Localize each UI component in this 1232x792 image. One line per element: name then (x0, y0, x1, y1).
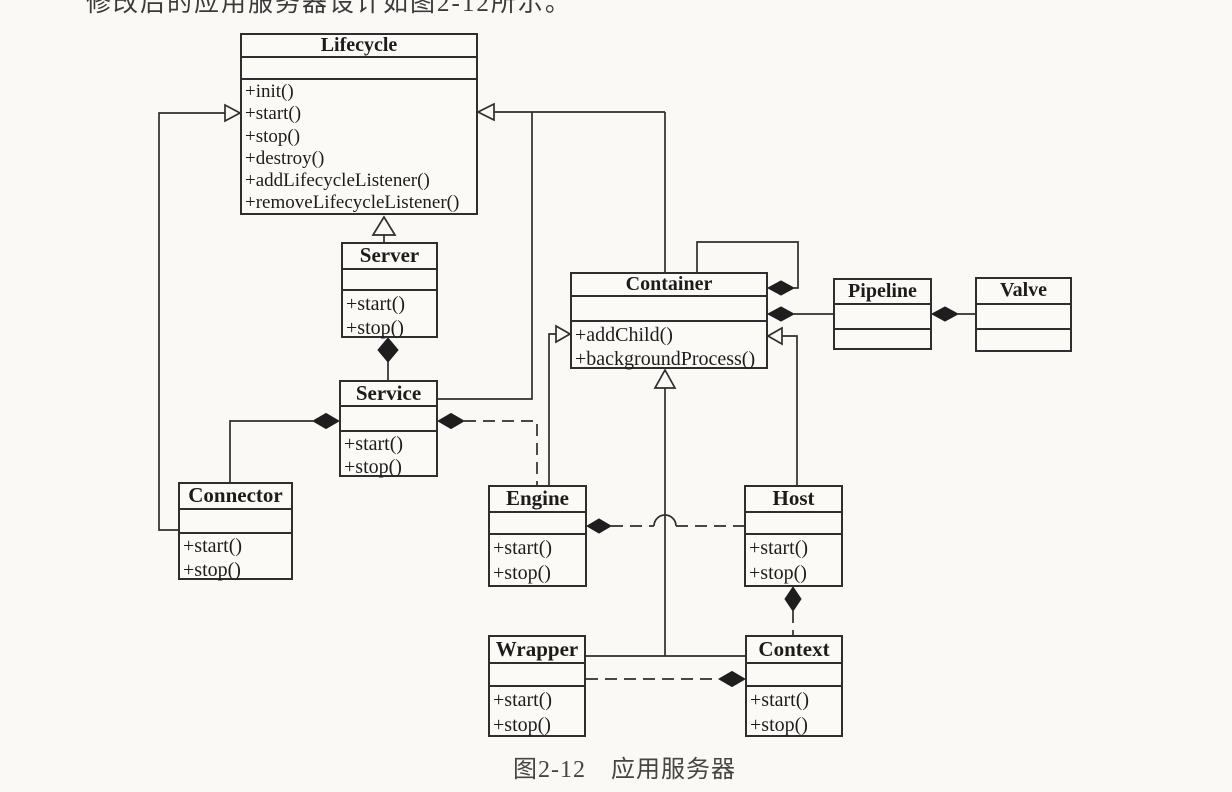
method-label: +start() (493, 689, 553, 711)
class-attributes-empty (572, 297, 766, 322)
class-box-server: Server +start() +stop() (341, 242, 438, 340)
class-name: Lifecycle (242, 35, 476, 58)
class-methods: +start() +stop() (747, 687, 841, 738)
rel-engine-host-composition (586, 514, 744, 534)
class-name: Engine (490, 487, 585, 513)
class-box-wrapper: Wrapper +start() +stop() (488, 635, 586, 737)
class-attributes-empty (746, 513, 841, 535)
rel-context-wrapper-composition (586, 670, 747, 688)
rel-container-pipeline-composition (766, 306, 833, 322)
class-name: Valve (977, 279, 1070, 305)
method-label: +stop() (346, 317, 404, 339)
method-label: +init() (245, 81, 294, 102)
class-attributes-empty (490, 513, 585, 535)
method-label: +addLifecycleListener() (245, 170, 430, 192)
class-methods-empty (835, 330, 930, 348)
class-methods: +start() +stop() (180, 534, 291, 582)
method-label: +removeLifecycleListener() (245, 192, 460, 214)
method-label: +start() (749, 537, 809, 559)
figure-caption: 图2-12 应用服务器 (513, 757, 736, 783)
class-methods: +start() +stop() (746, 535, 841, 586)
method-label: +addChild() (575, 324, 673, 346)
class-name: Server (343, 244, 436, 270)
class-methods: +start() +stop() (341, 432, 436, 479)
class-box-connector: Connector +start() +stop() (178, 482, 293, 582)
class-box-valve: Valve (975, 277, 1072, 352)
class-attributes-empty (180, 510, 291, 534)
rel-host-container-generalization (766, 326, 798, 485)
class-attributes-empty (341, 407, 436, 432)
method-label: +stop() (750, 714, 808, 736)
class-attributes-empty (490, 664, 584, 687)
class-name: Container (572, 274, 766, 297)
method-label: +backgroundProcess() (575, 348, 756, 370)
rel-server-lifecycle-generalization (371, 215, 397, 242)
class-attributes-empty (242, 58, 476, 80)
rel-server-service-composition (377, 337, 399, 380)
class-methods: +addChild() +backgroundProcess() (572, 322, 766, 371)
class-box-pipeline: Pipeline (833, 278, 932, 350)
method-label: +stop() (245, 125, 301, 147)
class-name: Wrapper (490, 637, 584, 664)
method-label: +start() (183, 535, 243, 557)
class-attributes-empty (835, 305, 930, 330)
rel-wrapper-context-container-generalization (586, 368, 745, 657)
rel-service-engine-composition (436, 412, 538, 485)
method-label: +stop() (493, 714, 551, 736)
rel-service-connector-composition (229, 412, 341, 482)
class-methods: +start() +stop() (490, 687, 584, 738)
class-name: Pipeline (835, 280, 930, 305)
class-methods: +start() +stop() (343, 291, 436, 340)
rel-connector-lifecycle-generalization (158, 103, 242, 531)
method-label: +stop() (344, 456, 402, 478)
class-methods: +init() +start() +stop() +destroy() +add… (242, 80, 476, 215)
class-name: Host (746, 487, 841, 513)
class-box-engine: Engine +start() +stop() (488, 485, 587, 587)
class-methods: +start() +stop() (490, 535, 585, 586)
class-attributes-empty (747, 664, 841, 687)
class-box-context: Context +start() +stop() (745, 635, 843, 737)
method-label: +start() (493, 537, 553, 559)
body-text-clipped: 修改后的应用服务器设计如图2-12所示。 (86, 0, 572, 17)
method-label: +stop() (183, 558, 241, 581)
class-box-host: Host +start() +stop() (744, 485, 843, 587)
method-label: +destroy() (245, 147, 325, 169)
class-box-container: Container +addChild() +backgroundProcess… (570, 272, 768, 371)
class-name: Connector (180, 484, 291, 510)
method-label: +start() (344, 433, 404, 455)
class-methods-empty (977, 330, 1070, 350)
method-label: +start() (750, 689, 810, 711)
method-label: +start() (245, 103, 302, 125)
class-box-service: Service +start() +stop() (339, 380, 438, 479)
class-name: Service (341, 382, 436, 407)
rel-host-context-composition (784, 586, 802, 635)
rel-engine-container-generalization (548, 324, 572, 485)
method-label: +start() (346, 293, 406, 315)
class-name: Context (747, 637, 841, 664)
class-box-lifecycle: Lifecycle +init() +start() +stop() +dest… (240, 33, 478, 215)
method-label: +stop() (493, 562, 551, 584)
class-attributes-empty (977, 305, 1070, 330)
rel-pipeline-valve-composition (930, 306, 975, 322)
method-label: +stop() (749, 562, 807, 584)
class-attributes-empty (343, 270, 436, 291)
